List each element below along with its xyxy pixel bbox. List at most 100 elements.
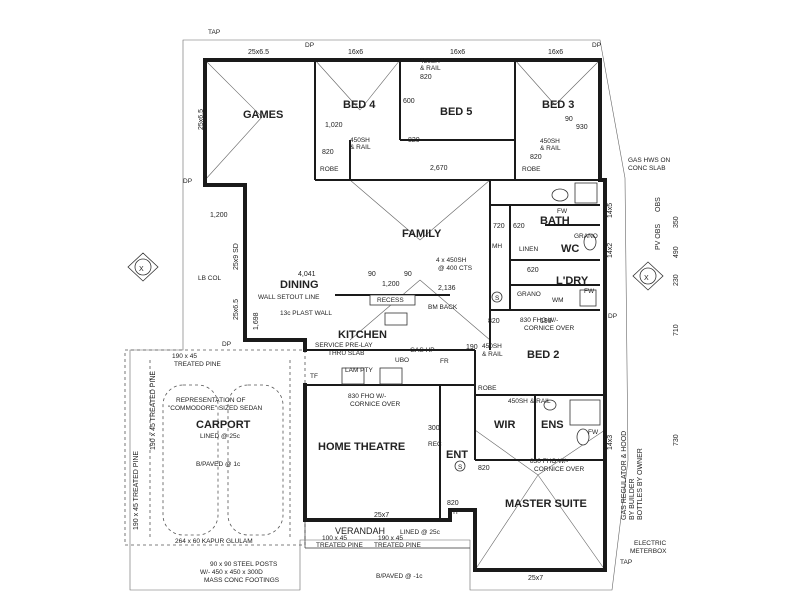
note-represent-2: "COMMODORE" SIZED SEDAN [168, 405, 262, 412]
label-fr: FR [440, 358, 449, 365]
room-home-theatre: HOME THEATRE [318, 441, 405, 453]
note-bed2-450sh: 450SH [482, 343, 502, 350]
vdim-490: 490 [673, 246, 680, 258]
room-family: FAMILY [402, 228, 442, 240]
ensuite-shower [569, 399, 601, 426]
dim-bed3-90: 90 [565, 116, 573, 123]
label-dp-left: DP [183, 178, 192, 185]
vdim-710: 710 [673, 324, 680, 336]
vdim-14x3: 14x3 [607, 435, 614, 450]
dim-top-1: 25x6.5 [248, 49, 269, 56]
label-gas-hp: GAS HP [410, 347, 435, 354]
internal-walls [305, 60, 605, 520]
note-thru-slab: THRU SLAB [328, 350, 364, 357]
section-marker-left: X [127, 252, 159, 282]
pantry [341, 367, 365, 385]
note-wir-450sh: 450SH [508, 398, 528, 405]
dim-dining-4041: 4,041 [298, 271, 316, 278]
dim-bed5-820: 820 [408, 137, 420, 144]
note-kitchen-fho: 830 FHO W/- [348, 393, 386, 400]
construction-notes: 450SH & RAIL 450SH & RAIL 450SH & RAIL 4… [168, 58, 671, 584]
room-ent: ENT [446, 449, 468, 461]
dim-dining-90-b: 90 [404, 271, 412, 278]
label-tf-kitchen: TF [310, 373, 318, 380]
label-lb-col: LB COL [198, 275, 222, 282]
dim-family-2670: 2,670 [430, 165, 448, 172]
vdim-14x2: 14x2 [607, 243, 614, 258]
smoke-detector-entry: S [458, 464, 463, 471]
kitchen-sink [384, 312, 408, 326]
note-bed5-rail: & RAIL [420, 65, 441, 72]
note-electric: ELECTRIC [634, 540, 666, 547]
dim-bed4-door: 1,020 [325, 122, 343, 129]
dim-top-3: 16x6 [450, 49, 465, 56]
label-ubo: UBO [395, 357, 409, 364]
label-bm-back: BM BACK [428, 304, 458, 311]
room-games: GAMES [243, 109, 283, 121]
note-verandah-100x45: 100 x 45 [322, 535, 347, 542]
vlabel-pv-obs: PV OBS [655, 224, 662, 250]
note-bed2-rail: & RAIL [482, 351, 503, 358]
room-labels: GAMES BED 4 BED 5 BED 3 FAMILY DINING KI… [196, 99, 589, 536]
room-bed2: BED 2 [527, 349, 559, 361]
note-verandah-lined: LINED @ 25c [400, 529, 441, 536]
note-posts-3: MASS CONC FOOTINGS [204, 577, 280, 584]
laundry-trough [579, 289, 597, 307]
note-kitchen-cornice: CORNICE OVER [350, 401, 401, 408]
smoke-detector-hall: S [495, 295, 500, 302]
note-verandah-190x45: 190 x 45 [378, 535, 403, 542]
label-tap-top: TAP [208, 29, 220, 36]
dim-bottom-2: 25x7 [528, 575, 543, 582]
label-wall-setout: WALL SETOUT LINE [258, 294, 320, 301]
dim-300: 300 [428, 425, 440, 432]
note-bed5-450sh: 450SH [420, 58, 440, 65]
label-plast-wall: 13c PLAST WALL [280, 310, 332, 317]
vdim-games: 25x6.5 [198, 109, 205, 130]
dim-bed2-820: 820 [488, 318, 500, 325]
label-lam-pty: LAM PTY [345, 367, 373, 374]
note-bed4-rail: & RAIL [350, 144, 371, 151]
dim-190-a: 190 [540, 318, 552, 325]
note-posts-1: 90 x 90 STEEL POSTS [210, 561, 278, 568]
note-bpaved-2: B/PAVED @ -1c [376, 573, 423, 580]
room-wc: WC [561, 243, 579, 255]
note-bed2-cornice: CORNICE OVER [524, 325, 575, 332]
note-bed3-450sh: 450SH [540, 138, 560, 145]
label-dp-dining: DP [222, 341, 231, 348]
fixtures [341, 182, 601, 446]
vlabel-bottles: BOTTLES BY OWNER [637, 448, 644, 520]
dim-720: 720 [493, 223, 505, 230]
label-mh: MH [492, 243, 502, 250]
dim-top-4: 16x6 [548, 49, 563, 56]
vlabel-obs: OBS [655, 197, 662, 212]
marker-x-left: X [139, 266, 144, 273]
wc-pan [583, 233, 597, 251]
note-service: SERVICE PRE-LAY [315, 342, 373, 349]
dim-bed3-820: 820 [530, 154, 542, 161]
dimension-labels: 25x6.5 16x6 16x6 16x6 1,020 820 820 820 … [210, 49, 588, 582]
vlabel-by-builder: BY BUILDER [629, 479, 636, 521]
dim-bed3-930: 930 [576, 124, 588, 131]
room-verandah: VERANDAH [335, 526, 385, 536]
label-robe-bed4: ROBE [320, 166, 339, 173]
label-rec: REC [428, 441, 442, 448]
label-tap-bottom: TAP [620, 559, 632, 566]
room-carport: CARPORT [196, 419, 251, 431]
note-family-cts: @ 400 CTS [438, 265, 473, 272]
note-master-fho: 830 FHO W/- [530, 458, 568, 465]
note-master-cornice: CORNICE OVER [534, 466, 585, 473]
dim-2136: 2,136 [438, 285, 456, 292]
vdim-230: 230 [673, 274, 680, 286]
note-meterbox: METERBOX [630, 548, 667, 555]
dim-620-b: 620 [527, 267, 539, 274]
room-bed5: BED 5 [440, 106, 472, 118]
note-carport-190: 190 x 45 [172, 353, 197, 360]
room-master-suite: MASTER SUITE [505, 498, 587, 510]
note-bed3-rail: & RAIL [540, 145, 561, 152]
note-family-4x450: 4 x 450SH [436, 257, 467, 264]
bath-tub [574, 182, 598, 204]
room-ens: ENS [541, 419, 564, 431]
roof-hip-lines [129, 39, 629, 591]
vdim-1698: 1,698 [253, 312, 260, 330]
